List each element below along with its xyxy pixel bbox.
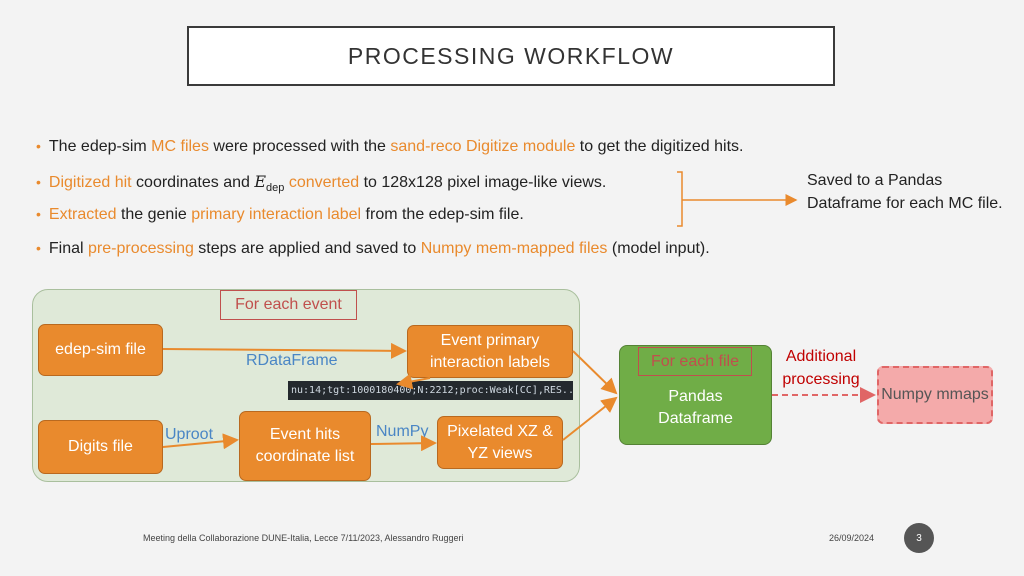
event-hits-box: Event hits coordinate list — [239, 411, 371, 481]
bullet-text: MC files — [151, 138, 209, 155]
bullet-text: Extracted — [48, 206, 117, 223]
bullet-item: • The edep-sim MC files were processed wi… — [36, 138, 743, 156]
uproot-label: Uproot — [165, 426, 214, 443]
pandas-dataframe-label: Pandas Dataframe — [658, 388, 733, 427]
bullet-text: to get the digitized hits. — [575, 138, 744, 155]
numpy-mmaps-box: Numpy mmaps — [877, 366, 993, 424]
bullet-text: The edep-sim — [48, 138, 152, 155]
bullet-text: were processed with the — [208, 138, 391, 155]
bullet-text: Final — [48, 240, 89, 257]
for-each-event-label: For each event — [220, 290, 357, 320]
bullet-text: sand-reco Digitize module — [390, 138, 576, 155]
bullet-item: • Extracted the genie primary interaction… — [36, 206, 524, 224]
pixelated-views-box: Pixelated XZ & YZ views — [437, 416, 563, 469]
bullet-dot: • — [36, 174, 41, 190]
bullet-text: the genie — [116, 206, 192, 223]
bullet-dot: • — [36, 206, 41, 222]
bullet-text: E — [254, 172, 267, 191]
page-number: 3 — [904, 523, 934, 553]
event-primary-labels-box: Event primary interaction labels — [407, 325, 573, 378]
footer-date: 26/09/2024 — [829, 533, 875, 543]
footer-meeting: Meeting della Collaborazione DUNE-Italia… — [143, 533, 464, 543]
saved-note: Saved to a Pandas Dataframe for each MC … — [807, 172, 1003, 212]
digits-file-box: Digits file — [38, 420, 163, 474]
rdataframe-label: RDataFrame — [246, 352, 338, 369]
bullet-text: Numpy mem-mapped files — [420, 240, 608, 257]
numpy-label: NumPy — [376, 423, 429, 440]
for-each-file-label: For each file — [638, 347, 752, 376]
bullet-text: converted — [284, 174, 360, 191]
page-title: PROCESSING WORKFLOW — [347, 42, 675, 69]
edep-subscript: dep — [266, 182, 285, 195]
edep-sim-file-box: edep-sim file — [38, 324, 163, 376]
bracket-right — [677, 171, 683, 227]
bullet-dot: • — [36, 240, 41, 256]
bullet-text: from the edep-sim file. — [361, 206, 524, 223]
bullet-text: to 128x128 pixel image-like views. — [359, 174, 607, 191]
bullet-text: steps are applied and saved to — [193, 240, 421, 257]
bullet-dot: • — [36, 138, 41, 154]
bullet-text: primary interaction label — [191, 206, 362, 223]
bullet-item: • Digitized hit coordinates and Edep conv… — [36, 172, 606, 194]
bullet-text: coordinates and — [131, 174, 255, 191]
bullet-text: (model input). — [607, 240, 710, 257]
bullet-text: pre-processing — [88, 240, 194, 257]
title-box: PROCESSING WORKFLOW — [187, 26, 835, 86]
bullet-text: Digitized hit — [48, 174, 132, 191]
interaction-code-strip: nu:14;tgt:1000180400;N:2212;proc:Weak[CC… — [288, 381, 573, 400]
bullet-item: • Final pre-processing steps are applied … — [36, 240, 710, 258]
additional-processing-label: Additional processing — [782, 348, 860, 388]
